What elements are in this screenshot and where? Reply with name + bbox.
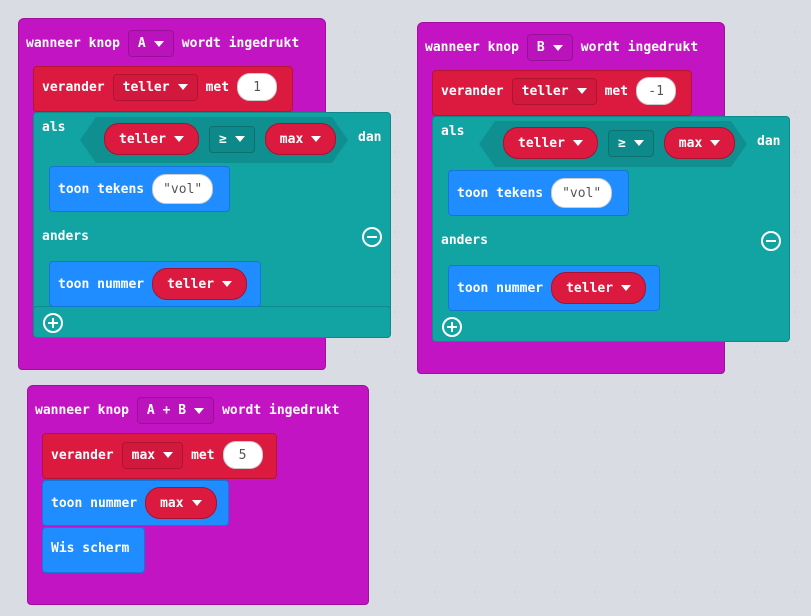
set-value-input[interactable]: -1: [636, 77, 677, 105]
condition-row: teller ≥ max: [503, 127, 736, 159]
event-label: wanneer knop: [35, 403, 129, 418]
minus-circle-icon[interactable]: [761, 231, 781, 251]
chevron-down-icon: [163, 452, 174, 458]
event-suffix: wordt ingedrukt: [222, 403, 340, 418]
show-string-label: toon tekens: [457, 185, 544, 201]
if-row: als: [441, 124, 464, 139]
show-string-row: toon tekens "vol": [457, 178, 613, 208]
chevron-down-icon: [173, 136, 184, 142]
else-label: anders: [441, 233, 488, 248]
chevron-down-icon: [177, 84, 188, 90]
chevron-down-icon: [621, 285, 632, 291]
plus-circle-icon[interactable]: [43, 313, 63, 333]
event-label: wanneer knop: [26, 36, 120, 51]
then-label: dan: [757, 134, 781, 149]
variable-dropdown[interactable]: max: [121, 441, 184, 469]
show-number-label: toon nummer: [58, 276, 145, 292]
show-number-row: toon nummer max: [51, 487, 217, 519]
event-header-ab: wanneer knop A + B wordt ingedrukt: [35, 397, 339, 424]
set-value-input[interactable]: 5: [222, 441, 263, 469]
show-number-variable[interactable]: max: [145, 487, 217, 519]
chevron-down-icon: [153, 40, 164, 47]
plus-circle-icon[interactable]: [442, 317, 462, 337]
show-number-label: toon nummer: [51, 495, 138, 511]
if-label: als: [42, 120, 66, 135]
operator-dropdown[interactable]: ≥: [208, 125, 255, 153]
show-string-label: toon tekens: [58, 181, 145, 197]
else-label: anders: [42, 229, 89, 244]
button-dropdown[interactable]: A + B: [136, 397, 215, 424]
variable-dropdown[interactable]: teller: [511, 77, 597, 105]
variable-dropdown[interactable]: teller: [112, 73, 198, 101]
set-label: verander: [42, 79, 105, 95]
set-label: verander: [51, 447, 114, 463]
if-label: als: [441, 124, 465, 139]
chevron-down-icon: [710, 140, 721, 146]
else-row: anders: [42, 229, 89, 244]
clear-screen-label: Wis scherm: [51, 541, 130, 556]
condition-left-variable[interactable]: teller: [503, 127, 598, 159]
event-suffix: wordt ingedrukt: [580, 40, 699, 55]
set-variable-row: verander teller met -1: [441, 77, 677, 105]
chevron-down-icon: [576, 88, 587, 94]
show-string-row: toon tekens "vol": [58, 174, 214, 204]
set-variable-row: verander max met 5: [51, 441, 263, 469]
clear-screen-block[interactable]: [42, 527, 145, 573]
show-string-input[interactable]: "vol": [551, 178, 613, 208]
chevron-down-icon: [234, 136, 245, 142]
chevron-down-icon: [222, 281, 233, 287]
show-number-row: toon nummer teller: [58, 268, 248, 300]
button-dropdown[interactable]: A: [127, 30, 174, 57]
chevron-down-icon: [552, 44, 563, 51]
set-label: verander: [441, 83, 504, 99]
show-number-variable[interactable]: teller: [551, 272, 647, 304]
show-string-input[interactable]: "vol": [152, 174, 214, 204]
if-row: als: [42, 120, 65, 135]
chevron-down-icon: [633, 140, 644, 146]
chevron-down-icon: [194, 407, 205, 414]
then-row: dan: [358, 130, 381, 145]
condition-left-variable[interactable]: teller: [104, 123, 199, 155]
set-value-input[interactable]: 1: [237, 73, 278, 101]
chevron-down-icon: [572, 140, 583, 146]
else-row: anders: [441, 233, 488, 248]
if-else-lower-arm: [33, 306, 391, 338]
with-label: met: [205, 79, 230, 95]
event-suffix: wordt ingedrukt: [181, 36, 300, 51]
button-dropdown[interactable]: B: [526, 34, 573, 61]
then-label: dan: [358, 130, 382, 145]
then-row: dan: [757, 134, 780, 149]
show-number-row: toon nummer teller: [457, 272, 647, 304]
with-label: met: [604, 83, 629, 99]
show-number-label: toon nummer: [457, 280, 544, 296]
condition-row: teller ≥ max: [104, 123, 337, 155]
clear-screen-row: Wis scherm: [51, 541, 129, 556]
with-label: met: [191, 447, 215, 463]
minus-circle-icon[interactable]: [362, 227, 382, 247]
chevron-down-icon: [311, 136, 322, 142]
condition-right-variable[interactable]: max: [264, 123, 337, 155]
event-header-b: wanneer knop B wordt ingedrukt: [425, 34, 698, 61]
event-label: wanneer knop: [425, 40, 519, 55]
show-number-variable[interactable]: teller: [152, 268, 248, 300]
set-variable-row: verander teller met 1: [42, 73, 278, 101]
condition-right-variable[interactable]: max: [663, 127, 736, 159]
chevron-down-icon: [191, 500, 202, 506]
event-header-a: wanneer knop A wordt ingedrukt: [26, 30, 299, 57]
operator-dropdown[interactable]: ≥: [607, 129, 654, 157]
